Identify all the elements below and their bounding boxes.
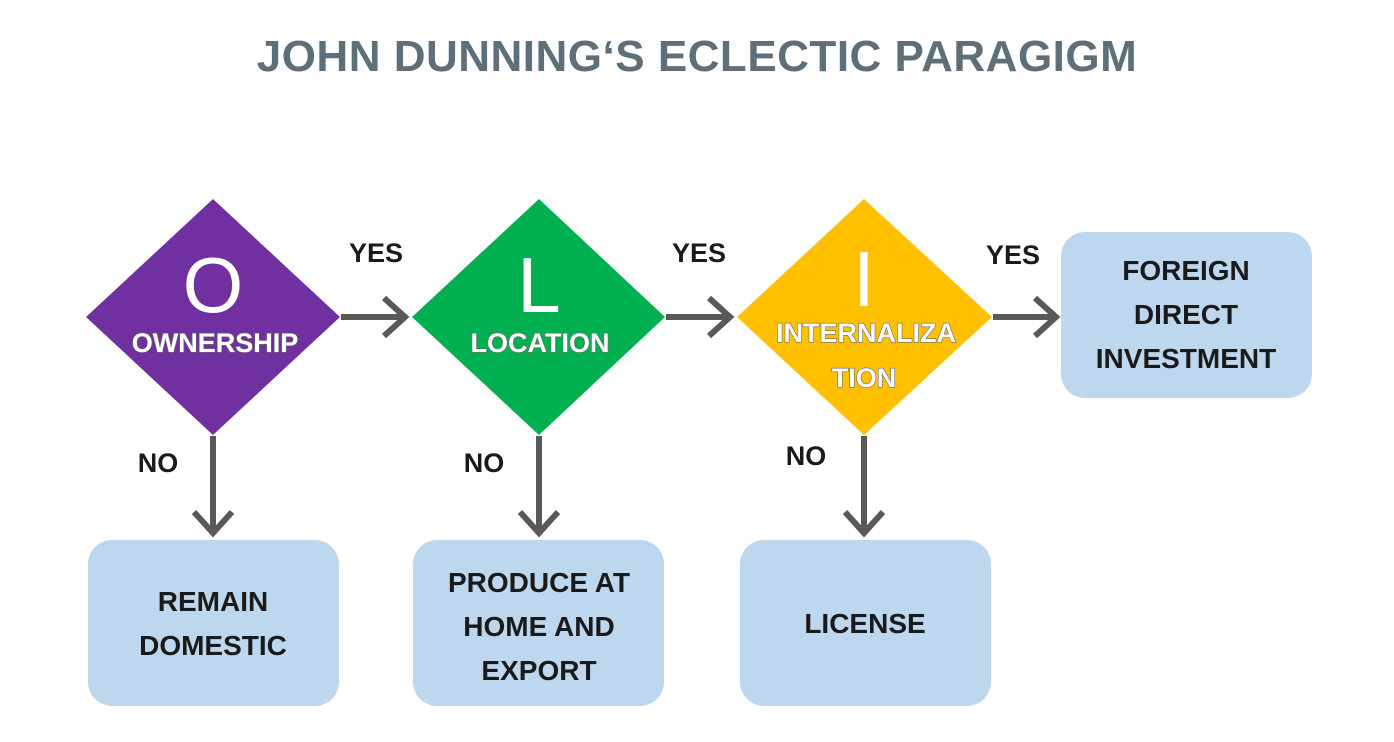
remain-domestic-text-line-1: REMAIN — [158, 586, 268, 617]
outcome-produce-at-home-and-export: PRODUCE AT HOME AND EXPORT — [413, 540, 664, 706]
fdi-text-line-2: DIRECT — [1134, 299, 1238, 330]
location-label: LOCATION — [471, 328, 610, 358]
no-arrowhead-1 — [191, 509, 235, 538]
internalization-label-line-1: INTERNALIZA — [776, 318, 956, 348]
yes-arrowhead-3 — [1032, 295, 1061, 339]
location-letter: L — [517, 241, 560, 329]
license-text: LICENSE — [804, 608, 925, 639]
fdi-text-line-1: FOREIGN — [1122, 255, 1250, 286]
yes-arrowhead-1 — [381, 295, 410, 339]
yes-label-2: YES — [672, 238, 726, 268]
ownership-decision: O OWNERSHIP — [86, 199, 340, 435]
license-box — [740, 540, 991, 706]
outcome-license: LICENSE — [740, 540, 991, 706]
fdi-box — [1061, 232, 1312, 398]
outcome-remain-domestic: REMAIN DOMESTIC — [88, 540, 339, 706]
outcome-foreign-direct-investment: FOREIGN DIRECT INVESTMENT — [1061, 232, 1312, 398]
remain-domestic-box — [88, 540, 339, 706]
ownership-letter: O — [183, 241, 244, 329]
ownership-diamond — [86, 199, 340, 435]
no-label-2: NO — [464, 448, 505, 478]
no-arrowhead-3 — [842, 509, 886, 538]
internalization-letter: I — [853, 235, 875, 323]
diagram-title: JOHN DUNNING‘S ECLECTIC PARAGIGM — [256, 32, 1138, 81]
fdi-text-line-3: INVESTMENT — [1096, 343, 1276, 374]
remain-domestic-text-line-2: DOMESTIC — [139, 630, 287, 661]
location-decision: L LOCATION — [412, 199, 665, 435]
produce-export-text-line-1: PRODUCE AT — [448, 567, 630, 598]
internalization-diamond — [737, 199, 992, 435]
no-label-3: NO — [786, 441, 827, 471]
internalization-label-line-2: TION — [832, 363, 897, 393]
internalization-decision: I INTERNALIZA TION — [737, 199, 992, 435]
no-arrowhead-2 — [517, 509, 561, 538]
location-diamond — [412, 199, 665, 435]
yes-label-3: YES — [986, 240, 1040, 270]
produce-export-text-line-2: HOME AND — [463, 611, 614, 642]
yes-arrowhead-2 — [706, 295, 735, 339]
produce-export-text-line-3: EXPORT — [481, 655, 596, 686]
ownership-label: OWNERSHIP — [132, 328, 299, 358]
produce-export-box — [413, 540, 664, 706]
yes-label-1: YES — [349, 238, 403, 268]
no-label-1: NO — [138, 448, 179, 478]
